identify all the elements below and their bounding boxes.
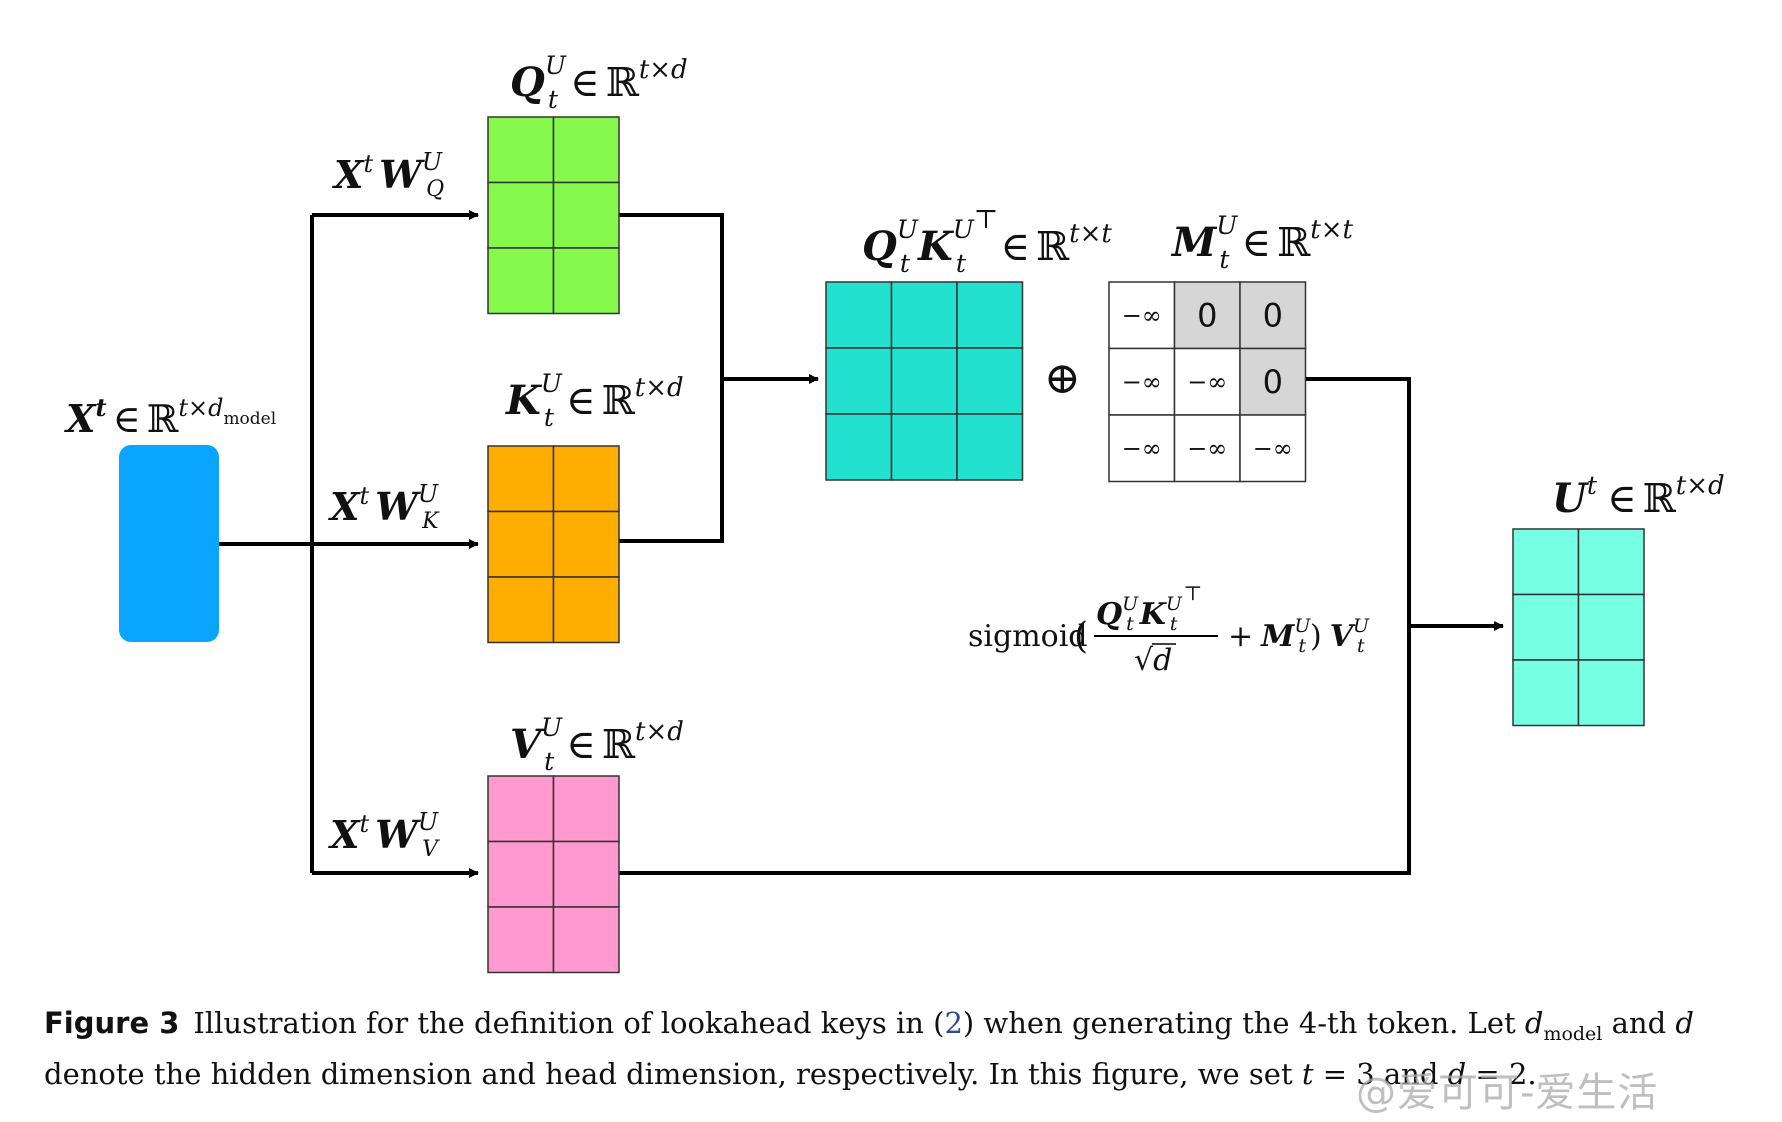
- output-cell: [1512, 659, 1580, 727]
- caption-ref-link[interactable]: 2: [944, 1006, 963, 1040]
- mask-cell-value: −∞: [1122, 434, 1162, 462]
- value-cell: [487, 840, 555, 908]
- mask-cell: [1173, 414, 1241, 483]
- query-matrix: [487, 116, 620, 315]
- scores-cell: [956, 347, 1024, 415]
- value-cell: [552, 906, 620, 974]
- input-dim: t×d: [178, 394, 223, 422]
- watermark: @爱可可-爱生活: [1356, 1070, 1659, 1116]
- mask-cell-value: −∞: [1187, 368, 1227, 396]
- output-cell: [1577, 593, 1645, 661]
- mask-cell-value: 0: [1197, 296, 1217, 334]
- caption-d: d: [1675, 1006, 1694, 1040]
- value-cell: [487, 906, 555, 974]
- mask-matrix: −∞ 0 0 −∞ −∞ 0 −∞ −∞ −∞: [1108, 281, 1307, 483]
- value-cell: [552, 840, 620, 908]
- formula-denominator: √d: [1134, 643, 1172, 678]
- scores-cell: [890, 281, 958, 349]
- caption-d2: d: [1447, 1056, 1467, 1091]
- output-cell: [1512, 528, 1580, 596]
- scores-matrix: [825, 281, 1024, 481]
- caption-text-1: Illustration for the definition of looka…: [193, 1006, 945, 1040]
- query-cell: [552, 181, 620, 249]
- key-cell: [487, 445, 555, 513]
- output-cell: [1577, 659, 1645, 727]
- query-cell: [487, 247, 555, 315]
- mask-cell: [1239, 347, 1307, 416]
- key-cell: [487, 510, 555, 578]
- caption-dmodel: d: [1524, 1006, 1544, 1040]
- scores-cell: [825, 281, 893, 349]
- mask-cell: [1239, 414, 1307, 483]
- value-cell: [487, 775, 555, 843]
- scores-cell: [890, 413, 958, 481]
- caption-text-2: ) when generating the 4-th token. Let: [962, 1006, 1525, 1040]
- oplus-symbol: ⊕: [1044, 353, 1081, 404]
- input-in: ∈: [113, 397, 141, 441]
- query-cell: [552, 247, 620, 315]
- mask-cell: [1108, 414, 1176, 483]
- key-cell: [487, 576, 555, 644]
- input-block: [119, 445, 219, 642]
- value-cell: [552, 775, 620, 843]
- input-R: ℝ: [147, 397, 179, 441]
- caption-eq2: = 2.: [1466, 1056, 1537, 1091]
- output-cell: [1577, 528, 1645, 596]
- figure-label: Figure 3: [44, 1006, 180, 1040]
- mask-cell-value: −∞: [1253, 434, 1293, 462]
- caption-line2: denote the hidden dimension and head dim…: [44, 1056, 1302, 1091]
- formula-fn: sigmoid: [968, 619, 1088, 654]
- input-label: Xt∈ℝt×dmodel: [64, 393, 276, 441]
- query-cell: [487, 116, 555, 184]
- scores-cell: [956, 281, 1024, 349]
- key-cell: [552, 510, 620, 578]
- mask-cell-value: −∞: [1122, 368, 1162, 396]
- scores-cell: [890, 347, 958, 415]
- caption-dmodel-sub: model: [1543, 1022, 1603, 1045]
- formula-open: (: [1074, 616, 1088, 657]
- key-matrix: [487, 445, 620, 644]
- mask-cell-value: 0: [1263, 363, 1283, 401]
- caption-eq1: = 3 and: [1313, 1056, 1448, 1091]
- query-cell: [552, 116, 620, 184]
- scores-cell: [825, 413, 893, 481]
- connectors: [219, 210, 1504, 878]
- key-cell: [552, 445, 620, 513]
- caption-t: t: [1301, 1056, 1314, 1091]
- input-sym: X: [64, 396, 97, 441]
- output-label: Ut∈ℝt×d: [1552, 471, 1725, 522]
- caption-text-3: and: [1602, 1006, 1676, 1040]
- figure-caption: Figure 3 Illustration for the definition …: [44, 1003, 1744, 1094]
- input-sup: t: [95, 393, 106, 422]
- output-matrix: [1512, 528, 1645, 727]
- scores-cell: [825, 347, 893, 415]
- output-cell: [1512, 593, 1580, 661]
- mask-cell-value: −∞: [1187, 434, 1227, 462]
- scores-cell: [956, 413, 1024, 481]
- mask-cell-value: 0: [1263, 296, 1283, 334]
- input-dim-sub: model: [223, 409, 276, 429]
- key-cell: [552, 576, 620, 644]
- mask-cell-value: −∞: [1122, 301, 1162, 329]
- query-cell: [487, 181, 555, 249]
- value-matrix: [487, 775, 620, 974]
